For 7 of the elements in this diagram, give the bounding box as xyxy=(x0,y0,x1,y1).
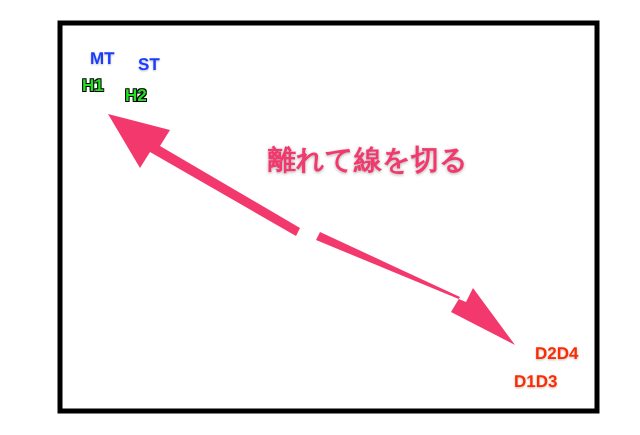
label: D2D4 xyxy=(535,345,578,362)
label: D1D3 xyxy=(514,373,558,390)
caption: 離れて線を切る xyxy=(268,146,468,174)
label: MT xyxy=(90,50,115,67)
label: H1 xyxy=(82,77,104,94)
label: ST xyxy=(138,56,160,73)
label: H2 xyxy=(125,87,147,104)
